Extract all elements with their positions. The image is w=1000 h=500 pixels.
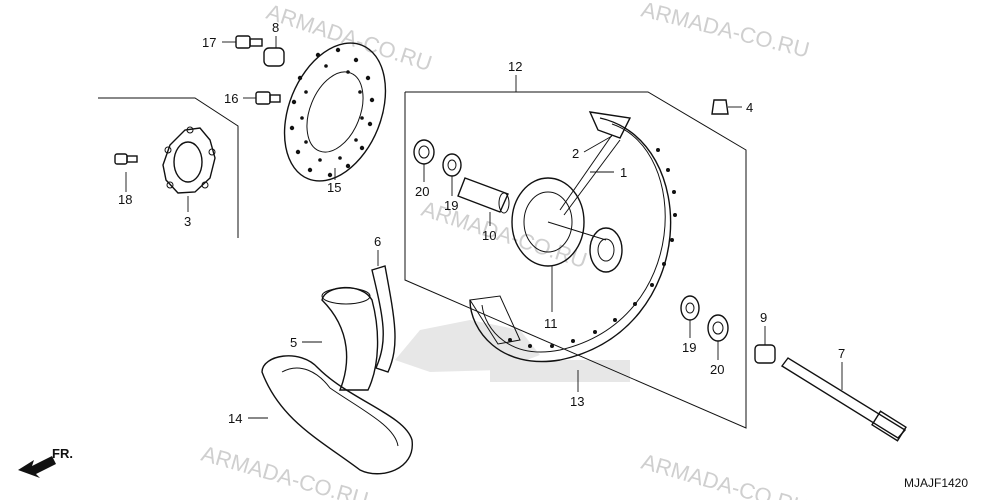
label-15: 15 xyxy=(327,180,341,195)
watermark-bottom-right: ARMADA-CO.RU xyxy=(639,449,812,500)
label-3: 3 xyxy=(184,214,191,229)
inner-tube-5 xyxy=(321,286,379,391)
brake-disc-15 xyxy=(283,42,387,182)
label-20-left: 20 xyxy=(415,184,429,199)
rim-band-6 xyxy=(371,265,396,373)
wheel-hub-11 xyxy=(511,177,623,273)
wheel-rim-13 xyxy=(469,111,677,363)
diagram-code: MJAJF1420 xyxy=(904,476,968,490)
label-19-left: 19 xyxy=(444,198,458,213)
spacer-tube-10 xyxy=(457,177,510,214)
tire-14 xyxy=(261,355,413,475)
label-5: 5 xyxy=(290,335,297,350)
label-7: 7 xyxy=(838,346,845,361)
collar-9 xyxy=(754,344,776,364)
seal-19-right xyxy=(680,295,700,321)
watermark-top-left: ARMADA-CO.RU xyxy=(263,0,435,76)
watermark-top-right: ARMADA-CO.RU xyxy=(639,0,812,63)
collar-8 xyxy=(263,47,285,67)
label-4: 4 xyxy=(746,100,753,115)
front-direction-label: FR. xyxy=(52,446,73,461)
frame-line-wheel xyxy=(404,91,747,429)
bolt-16 xyxy=(255,91,281,105)
label-16: 16 xyxy=(224,91,238,106)
valve-cap-4 xyxy=(711,99,729,115)
leader-lines xyxy=(125,36,843,419)
label-20-right: 20 xyxy=(710,362,724,377)
label-11: 11 xyxy=(544,316,558,331)
label-1: 1 xyxy=(620,165,627,180)
honda-logo-watermark xyxy=(395,320,630,382)
bolt-17 xyxy=(235,35,263,49)
frame-line-left xyxy=(98,97,239,238)
label-18: 18 xyxy=(118,192,132,207)
part-labels: 17 8 16 18 3 15 12 4 2 1 20 19 10 11 6 5… xyxy=(118,20,845,426)
spoke-lines xyxy=(559,134,621,216)
bearing-20-left xyxy=(413,139,435,165)
label-10: 10 xyxy=(482,228,496,243)
label-9: 9 xyxy=(760,310,767,325)
front-direction-marker: FR. xyxy=(18,446,73,478)
seal-19-left xyxy=(442,153,462,177)
watermark-bottom-left: ARMADA-CO.RU xyxy=(199,441,372,500)
axle-7 xyxy=(780,357,907,442)
label-19-right: 19 xyxy=(682,340,696,355)
label-2: 2 xyxy=(572,146,579,161)
label-13: 13 xyxy=(570,394,584,409)
label-6: 6 xyxy=(374,234,381,249)
label-17: 17 xyxy=(202,35,216,50)
label-14: 14 xyxy=(228,411,242,426)
bearing-20-right xyxy=(707,314,729,342)
watermarks: ARMADA-CO.RU ARMADA-CO.RU ARMADA-CO.RU A… xyxy=(199,0,812,500)
hub-plate-3 xyxy=(162,126,216,194)
label-12: 12 xyxy=(508,59,522,74)
label-8: 8 xyxy=(272,20,279,35)
bolt-18 xyxy=(114,153,138,165)
